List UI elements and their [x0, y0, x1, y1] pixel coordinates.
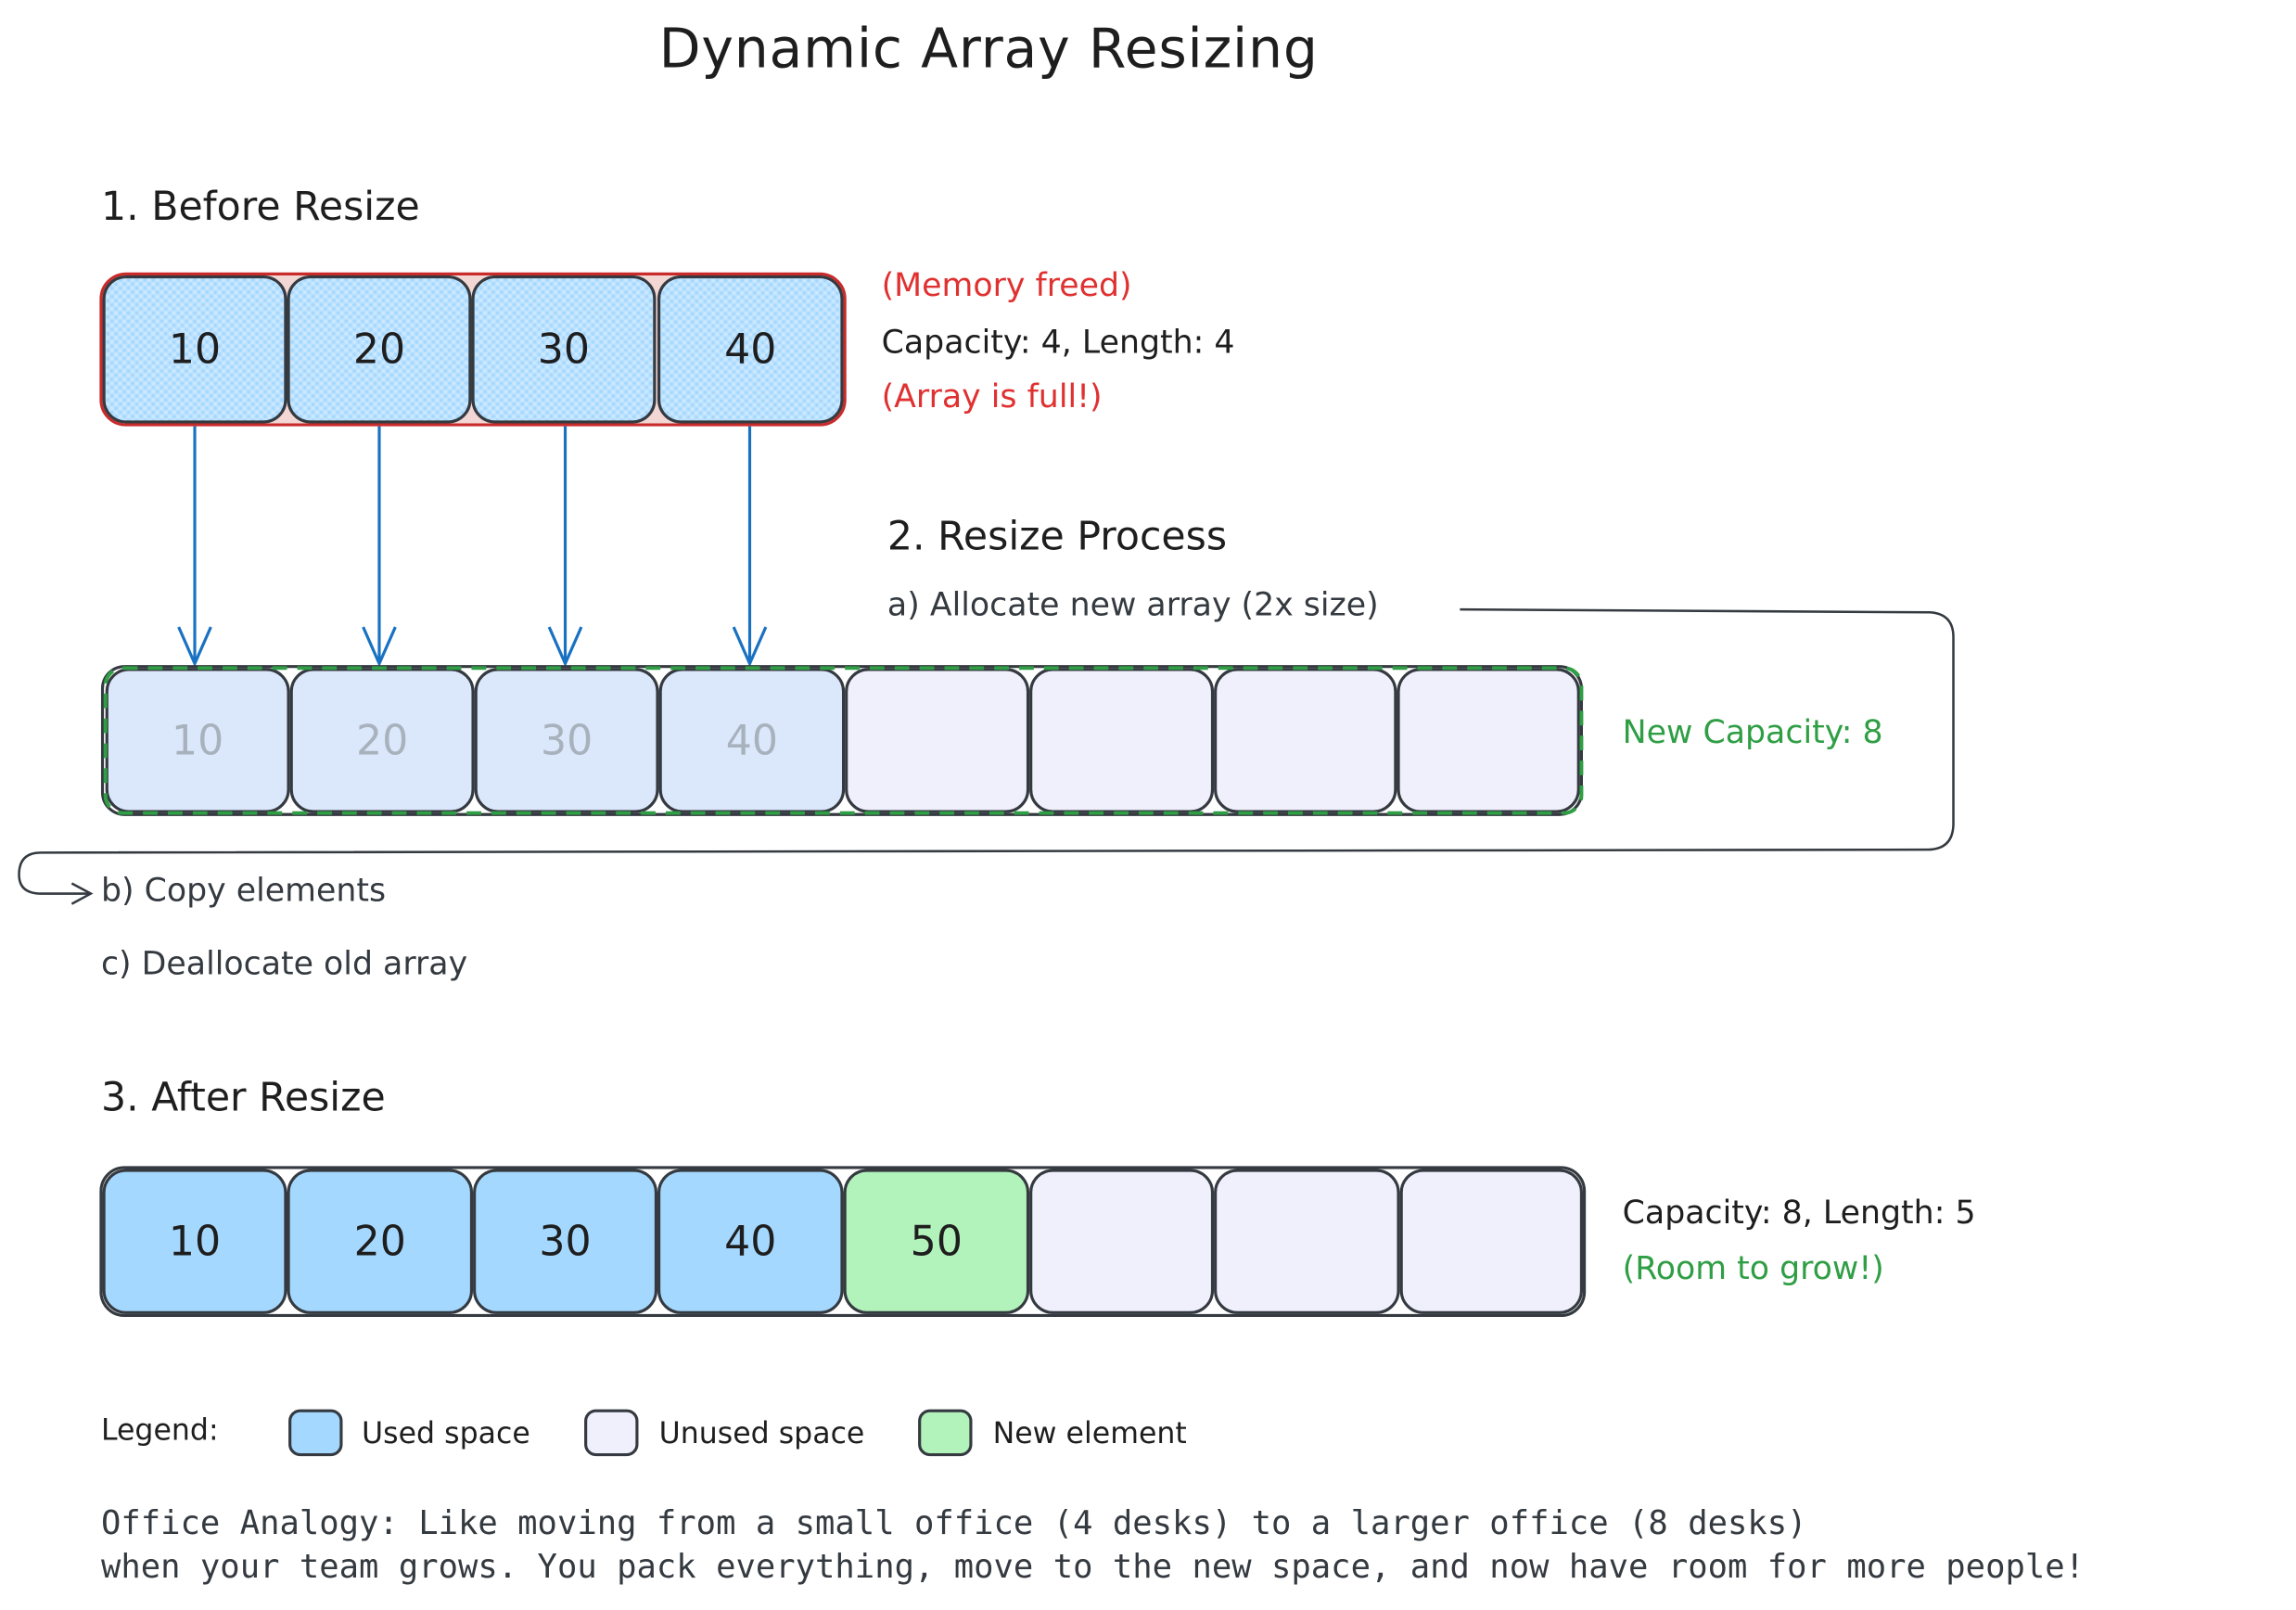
empty-cell [1214, 1169, 1400, 1314]
old-array-cell: 10 [102, 275, 287, 424]
copied-cell: 40 [658, 668, 846, 813]
final-array-cell: 30 [473, 1169, 658, 1314]
new-element-cell: 50 [843, 1169, 1030, 1314]
legend-swatch-unused [584, 1409, 639, 1457]
analogy-line-2: when your team grows. You pack everythin… [100, 1548, 2086, 1587]
old-array-cell: 20 [287, 275, 472, 424]
section3-heading: 3. After Resize [100, 1075, 386, 1121]
step-b-copy: b) Copy elements [100, 873, 387, 910]
empty-cell [1029, 668, 1215, 813]
step-a-allocate: a) Allocate new array (2x size) [887, 587, 1379, 624]
array-full-note: (Array is full!) [881, 379, 1103, 416]
section1-heading: 1. Before Resize [100, 185, 420, 230]
copied-cell: 20 [289, 668, 475, 813]
step-flow-arrowhead [70, 882, 94, 905]
legend-item-new: New element [992, 1414, 1187, 1450]
final-array-cell: 20 [287, 1169, 474, 1314]
diagram-title: Dynamic Array Resizing [658, 17, 1319, 81]
old-array-cell: 40 [657, 275, 844, 424]
step-flow-connector [18, 607, 1955, 895]
copied-cell: 10 [105, 668, 290, 813]
legend-swatch-used [288, 1409, 343, 1457]
empty-cell [1397, 668, 1580, 813]
step-c-deallocate: c) Deallocate old array [100, 946, 468, 983]
final-array-cell: 10 [102, 1169, 287, 1314]
legend-label: Legend: [100, 1412, 219, 1448]
old-array-stats: Capacity: 4, Length: 4 [881, 325, 1235, 363]
new-capacity-label: New Capacity: 8 [1622, 714, 1883, 752]
legend-item-unused: Unused space [658, 1414, 865, 1450]
empty-cell [845, 668, 1030, 813]
empty-cell [1029, 1169, 1215, 1314]
final-array-frame [99, 1166, 1587, 1318]
copy-arrows [177, 426, 768, 668]
copied-cell: 30 [474, 668, 659, 813]
legend-swatch-new [918, 1409, 973, 1457]
final-array-stats: Capacity: 8, Length: 5 [1622, 1195, 1976, 1233]
memory-freed-note: (Memory freed) [881, 268, 1132, 305]
old-array-cell: 30 [471, 275, 657, 424]
final-array-cell: 40 [657, 1169, 844, 1314]
section2-heading: 2. Resize Process [887, 514, 1228, 560]
empty-cell [1399, 1169, 1584, 1314]
empty-cell [1214, 668, 1397, 813]
analogy-line-1: Office Analogy: Like moving from a small… [100, 1504, 1807, 1543]
room-to-grow-note: (Room to grow!) [1622, 1250, 1884, 1288]
legend-item-used: Used space [362, 1414, 530, 1450]
